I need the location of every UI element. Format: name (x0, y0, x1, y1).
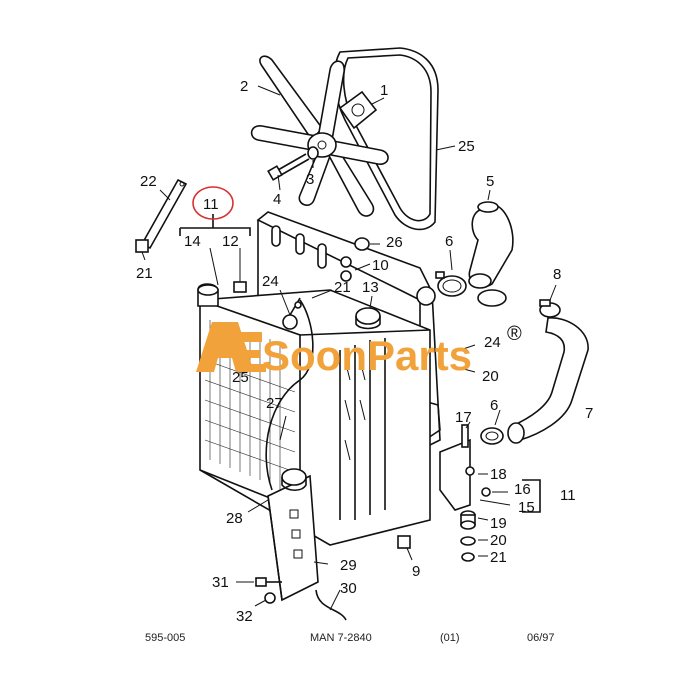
issue-date: 06/97 (527, 632, 555, 644)
callout-21-bracket: 21 (490, 549, 507, 566)
callout-24-right: 24 (484, 334, 501, 351)
callout-22: 22 (140, 173, 157, 190)
hose-clamp-8 (477, 289, 561, 318)
radiator-fins (204, 320, 296, 490)
callout-19: 19 (490, 515, 507, 532)
plug-cap (354, 237, 370, 251)
callout-15: 15 (518, 499, 535, 516)
callout-20-right: 20 (490, 532, 507, 549)
callout-31: 31 (212, 574, 229, 591)
callout-2: 2 (240, 78, 248, 95)
drain-fitting (397, 535, 411, 549)
fan-spacer (338, 90, 378, 130)
overflow-tube (265, 299, 314, 491)
temperature-sensor (282, 297, 302, 330)
callout-17: 17 (455, 409, 472, 426)
callout-24-top: 24 (262, 273, 279, 290)
callout-10: 10 (372, 257, 389, 274)
lower-hose (507, 317, 589, 444)
manual-reference: MAN 7-2840 (310, 632, 372, 644)
callout-labels: 1 2 3 4 5 6 6 7 8 9 10 11 11 12 13 14 15… (136, 78, 593, 625)
callout-20-left: 20 (482, 368, 499, 385)
radiator-cap (355, 307, 381, 330)
upper-hose (468, 201, 514, 289)
callout-12: 12 (222, 233, 239, 250)
callout-27: 27 (266, 395, 283, 412)
drain-tube (315, 589, 347, 621)
leader-lines (141, 85, 557, 611)
brand-logo-icon (196, 322, 266, 372)
callout-32: 32 (236, 608, 253, 625)
radiator-frame (256, 211, 441, 452)
callout-18: 18 (490, 466, 507, 483)
callout-9: 9 (412, 563, 420, 580)
diagram-footer: 595-005 MAN 7-2840 (01) 06/97 (145, 632, 555, 644)
callout-4: 4 (273, 191, 281, 208)
fan-belt (333, 47, 439, 231)
cooling-fan (250, 55, 389, 217)
callout-3: 3 (306, 171, 314, 188)
callout-21-strut: 21 (136, 265, 153, 282)
tank-bolt (255, 577, 282, 604)
callout-6-lower: 6 (490, 397, 498, 414)
diagram-code: 595-005 (145, 632, 185, 644)
registered-mark: ® (507, 323, 522, 345)
mounting-bracket (439, 424, 491, 511)
mount-rubber-stack (460, 510, 476, 562)
callout-25-left: 25 (232, 369, 249, 386)
highlight-circle (192, 186, 234, 220)
callout-28: 28 (226, 510, 243, 527)
callout-13: 13 (362, 279, 379, 296)
hose-clamp-upper (435, 271, 467, 297)
callout-1: 1 (380, 82, 388, 99)
callout-8: 8 (553, 266, 561, 283)
brand-watermark: SoonParts ® (196, 322, 522, 379)
hose-clamp-lower (480, 427, 504, 445)
inlet-elbow (197, 281, 247, 307)
callout-11-top: 11 (203, 196, 219, 213)
callout-6-upper: 6 (445, 233, 453, 250)
callout-29: 29 (340, 557, 357, 574)
callout-21-top: 21 (334, 279, 351, 296)
callout-14: 14 (184, 233, 201, 250)
callout-16: 16 (514, 481, 531, 498)
callout-11-right: 11 (560, 487, 576, 504)
issue-number: (01) (440, 632, 460, 644)
callout-25-belt: 25 (458, 138, 475, 155)
callout-26: 26 (386, 234, 403, 251)
support-strut (135, 178, 188, 253)
callout-5: 5 (486, 173, 494, 190)
callout-7: 7 (585, 405, 593, 422)
callout-30: 30 (340, 580, 357, 597)
expansion-tank (267, 468, 319, 602)
brand-name: SoonParts (262, 332, 472, 379)
